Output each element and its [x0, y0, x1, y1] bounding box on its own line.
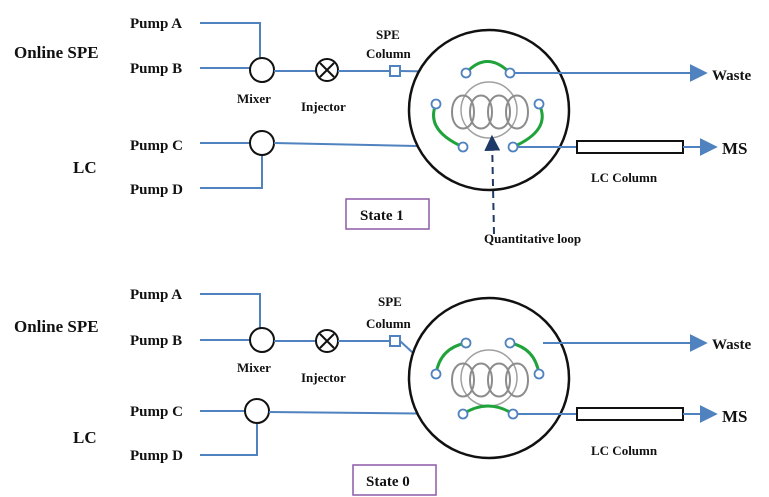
valve-port [430, 98, 442, 110]
pump-a-line [200, 22, 261, 57]
valve-port [533, 368, 545, 380]
state-0-label: State 0 [366, 474, 410, 490]
injector-label: Injector [301, 99, 346, 114]
lc-column [576, 140, 684, 154]
quantitative-loop-coil [451, 362, 530, 398]
valve-port [507, 141, 519, 153]
online-spe-label: Online SPE [14, 43, 99, 62]
ms-label: MS [722, 139, 748, 158]
valve-port [430, 368, 442, 380]
pump-b-label: Pump B [130, 333, 182, 349]
state-1-label: State 1 [360, 208, 404, 224]
quantitative-loop-coil [451, 94, 530, 130]
pump-b-label: Pump B [130, 61, 182, 77]
pump-a-label: Pump A [130, 287, 182, 303]
spe-column-label: Column [366, 46, 412, 61]
ms-label: MS [722, 407, 748, 426]
pump-d-label: Pump D [130, 182, 183, 198]
pump-d-line [200, 155, 263, 189]
valve-port [460, 337, 472, 349]
pump-d-line [200, 424, 258, 456]
spe-column [389, 65, 401, 77]
pump-a-label: Pump A [130, 16, 182, 32]
pump-c-label: Pump C [130, 138, 183, 154]
mixer-label: Mixer [237, 360, 271, 375]
valve-port [533, 98, 545, 110]
loop-pointer-arrow [484, 134, 501, 235]
state-0-box [352, 464, 437, 496]
spe-column-label: Column [366, 316, 412, 331]
waste-label: Waste [712, 337, 752, 353]
valve-port [457, 141, 469, 153]
valve-port [460, 67, 472, 79]
lc-mixer-node [244, 398, 270, 424]
mixer-label: Mixer [237, 91, 271, 106]
quantitative-loop-label: Quantitative loop [484, 231, 581, 246]
lc-column-label: LC Column [591, 170, 658, 185]
spe-column [389, 335, 401, 347]
pump-a-line [200, 293, 261, 328]
lc-column [576, 407, 684, 421]
valve-port [504, 337, 516, 349]
mixer-node [249, 327, 275, 353]
lc-mixer-node [249, 130, 275, 156]
state-1-panel: Online SPE LC Pump A Pump B Pump C Pump … [14, 16, 752, 246]
waste-label: Waste [712, 68, 752, 84]
mixer-node [249, 57, 275, 83]
spe-label: SPE [376, 27, 400, 42]
spe-label: SPE [378, 294, 402, 309]
state-0-panel: Online SPE LC Pump A Pump B Pump C Pump … [14, 287, 752, 496]
state-1-box [345, 198, 430, 230]
valve-port [507, 408, 519, 420]
pump-c-label: Pump C [130, 404, 183, 420]
injector-node [315, 329, 339, 353]
injector-node [315, 58, 339, 82]
online-spe-label: Online SPE [14, 317, 99, 336]
lc-label: LC [73, 158, 97, 177]
pump-d-label: Pump D [130, 448, 183, 464]
lc-column-label: LC Column [591, 443, 658, 458]
injector-label: Injector [301, 370, 346, 385]
valve-port [457, 408, 469, 420]
lc-label: LC [73, 428, 97, 447]
valve-port [504, 67, 516, 79]
